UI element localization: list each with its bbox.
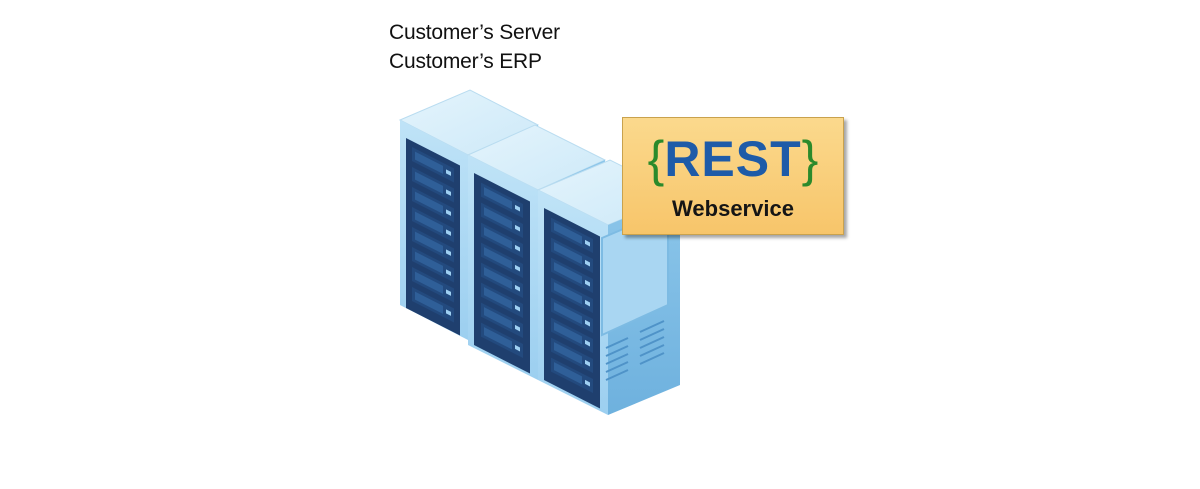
- customer-server-label: Customer’s Server: [389, 21, 560, 44]
- rest-word: REST: [664, 131, 802, 187]
- close-brace: }: [801, 131, 819, 187]
- webservice-label: Webservice: [672, 196, 794, 221]
- customer-erp-label: Customer’s ERP: [389, 50, 542, 73]
- rest-title: {REST}: [623, 132, 843, 186]
- open-brace: {: [647, 131, 665, 187]
- rest-webservice-badge: {REST} Webservice: [622, 117, 844, 235]
